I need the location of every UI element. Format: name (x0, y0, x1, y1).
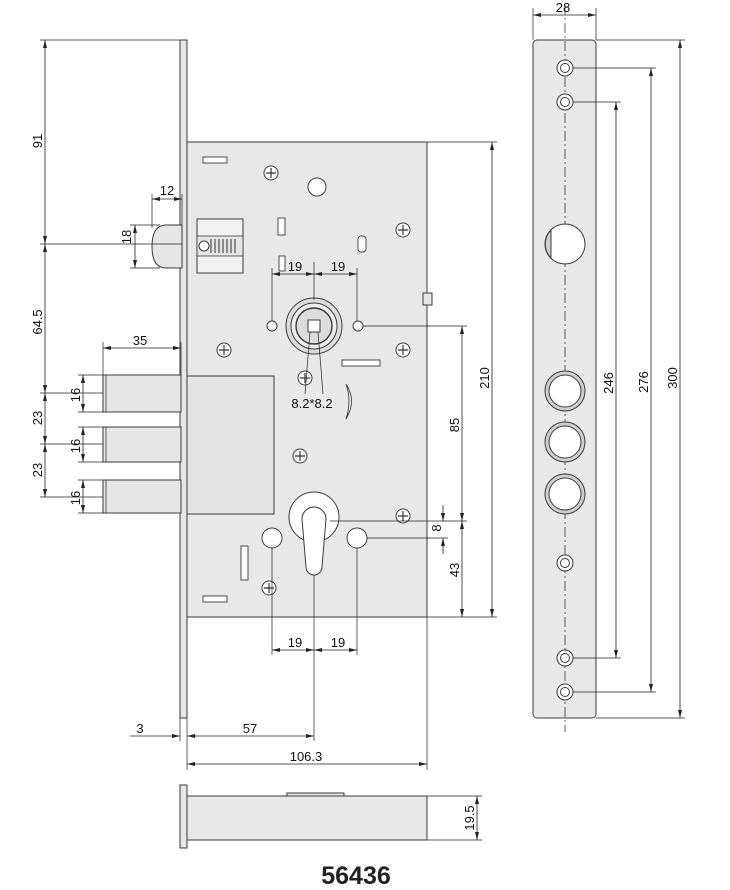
case-hole (307, 177, 327, 197)
dim-35: 35 (133, 333, 147, 348)
screw (395, 342, 411, 358)
dim-85: 85 (447, 418, 462, 432)
dim-91: 91 (30, 134, 45, 148)
dim-18: 18 (119, 230, 134, 244)
front-view (102, 39, 433, 719)
deadbolt (102, 374, 182, 413)
screw-hole (556, 683, 574, 701)
dim-19: 19 (331, 635, 345, 650)
dim-follower-square: 8.2*8.2 (291, 396, 332, 411)
faceplate-bottom (179, 784, 188, 849)
screw (216, 342, 232, 358)
screw-hole (556, 649, 574, 667)
deadbolt (102, 426, 182, 463)
dim-16: 16 (68, 439, 83, 453)
deadbolt-openings (544, 370, 586, 515)
follower-square (307, 319, 321, 333)
dim-12: 12 (160, 183, 174, 198)
screw (395, 508, 411, 524)
dim-64-5: 64.5 (30, 309, 45, 334)
deadbolt-housing (186, 375, 275, 515)
case-screws (216, 165, 411, 596)
screw-hole (556, 554, 574, 572)
left-dimensions: 91 64.5 23 23 16 16 16 12 18 35 (30, 39, 183, 514)
faceplate-screw-holes (556, 59, 574, 701)
cylinder-cutout (261, 491, 368, 576)
dim-57: 57 (243, 721, 257, 736)
cylinder-side-hole (346, 527, 368, 549)
dim-19: 19 (288, 635, 302, 650)
latch-opening (544, 223, 586, 265)
screw (261, 580, 277, 596)
dim-3: 3 (136, 721, 143, 736)
screw-hole (556, 59, 574, 77)
dim-276: 276 (636, 371, 651, 393)
follower-side-hole (352, 320, 364, 332)
dim-16: 16 (68, 388, 83, 402)
latch-bolt (151, 224, 183, 269)
dim-16: 16 (68, 491, 83, 505)
deadbolt (102, 479, 182, 514)
case-bottom (186, 795, 428, 841)
case-slots (202, 156, 381, 603)
dim-210: 210 (477, 367, 492, 389)
dim-23: 23 (30, 411, 45, 425)
dim-28: 28 (556, 0, 570, 15)
latch-housing (196, 218, 244, 274)
screw (263, 165, 279, 181)
model-number: 56436 (321, 862, 391, 890)
dim-8: 8 (429, 524, 444, 531)
dim-43: 43 (447, 563, 462, 577)
bottom-view: 19.5 (179, 784, 482, 849)
cylinder-side-hole (261, 527, 283, 549)
screw (395, 222, 411, 238)
faceplate-view: 28 246 276 300 (532, 0, 685, 732)
case-tab (422, 292, 433, 306)
dim-19: 19 (331, 259, 345, 274)
right-case-dimensions: 210 85 8 43 (330, 141, 497, 618)
dim-19-5: 19.5 (462, 805, 477, 830)
dim-19: 19 (288, 259, 302, 274)
dim-23: 23 (30, 463, 45, 477)
deadbolt-opening (544, 473, 586, 515)
screw (297, 370, 313, 386)
bottom-dimensions: 19 19 3 57 106.3 (130, 548, 428, 770)
screw-hole (556, 93, 574, 111)
dim-106-3: 106.3 (290, 749, 323, 764)
deadbolts (102, 374, 182, 514)
deadbolt-opening (544, 370, 586, 412)
follower-dimensions: 19 19 8.2*8.2 (271, 259, 358, 411)
dim-300: 300 (665, 367, 680, 389)
deadbolt-opening (544, 421, 586, 463)
screw (292, 448, 308, 464)
follower (266, 297, 364, 355)
dim-246: 246 (601, 372, 616, 394)
follower-side-hole (266, 320, 278, 332)
